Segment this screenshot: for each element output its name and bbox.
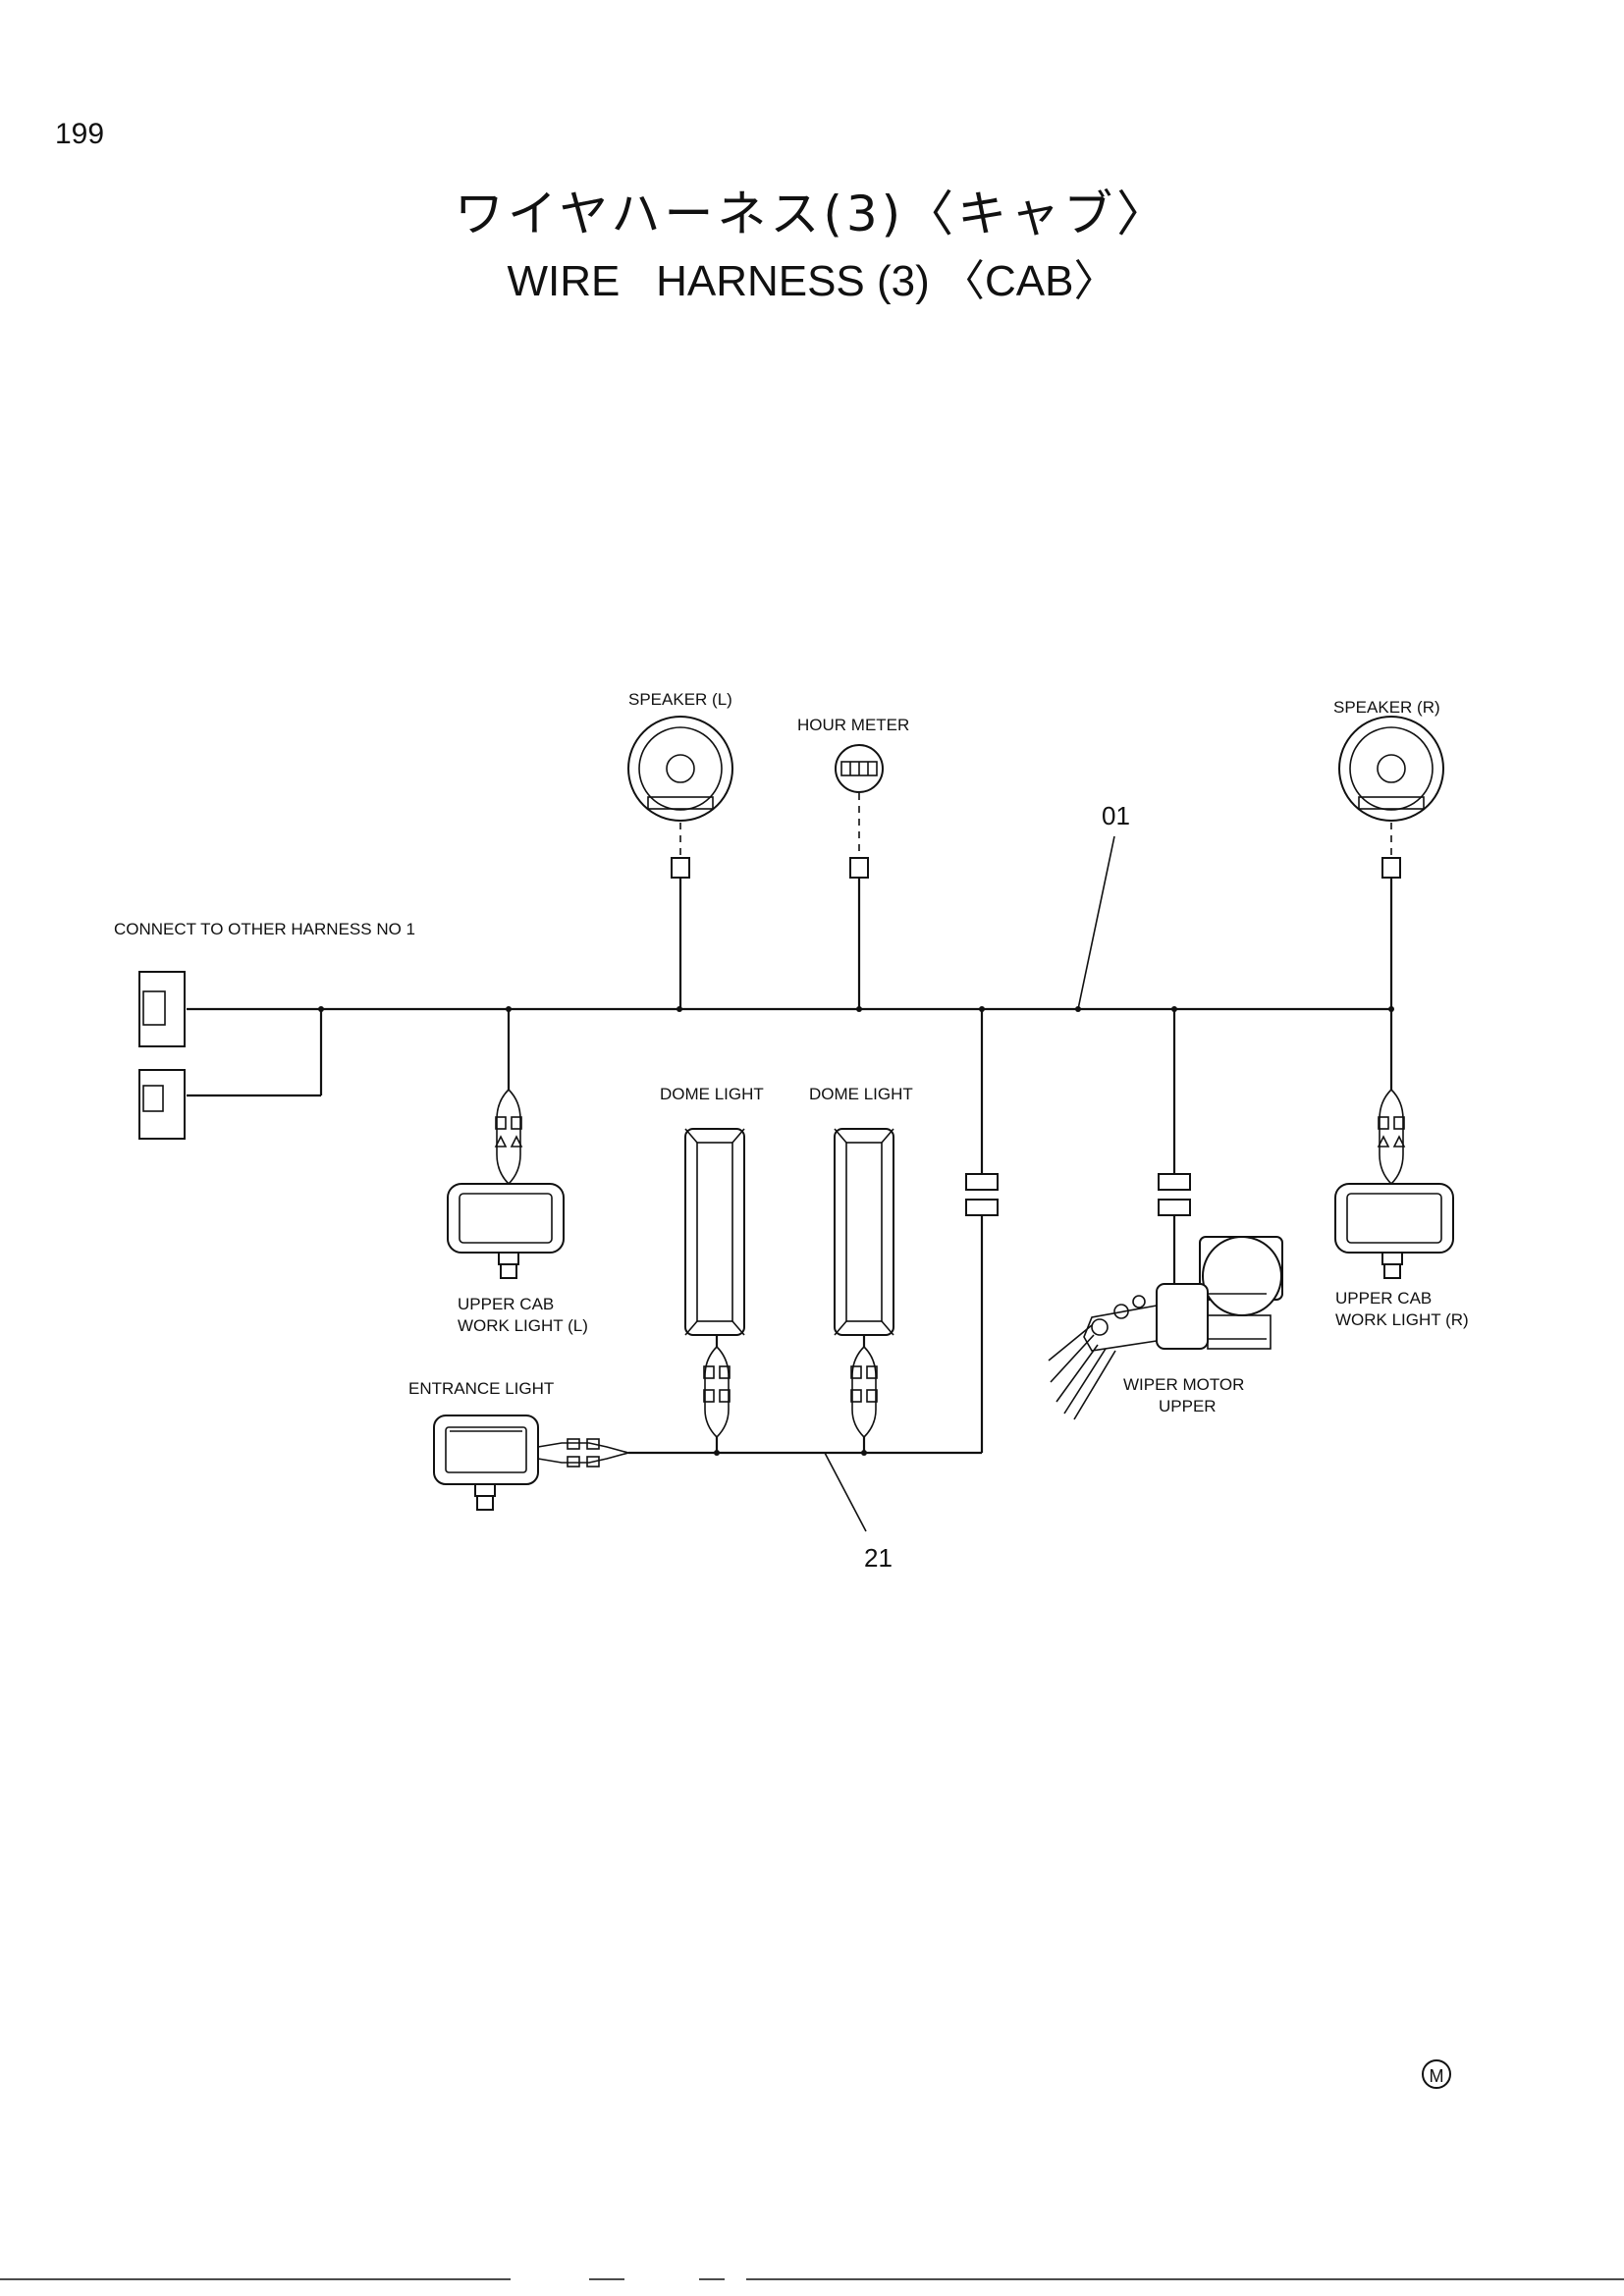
callout-21-leader bbox=[824, 1452, 867, 1532]
wiper-motor-upper bbox=[1048, 1009, 1283, 1420]
entrance-light-label: ENTRANCE LIGHT bbox=[408, 1379, 554, 1398]
wiper-label-2: UPPER bbox=[1159, 1397, 1217, 1415]
speaker-right-label: SPEAKER (R) bbox=[1333, 698, 1440, 717]
work-light-right bbox=[1334, 1009, 1454, 1279]
work-light-left bbox=[447, 1009, 565, 1279]
connect-label: CONNECT TO OTHER HARNESS NO 1 bbox=[114, 920, 415, 938]
harness-connector-2 bbox=[138, 1069, 186, 1140]
speaker-left-label: SPEAKER (L) bbox=[628, 690, 732, 709]
hour-meter-label: HOUR METER bbox=[797, 716, 909, 734]
callout-21: 21 bbox=[864, 1543, 893, 1573]
work-light-right-label-2: WORK LIGHT (R) bbox=[1335, 1310, 1469, 1329]
hour-meter bbox=[835, 744, 884, 1009]
wiper-label-1: WIPER MOTOR bbox=[1123, 1375, 1244, 1394]
work-light-left-label-2: WORK LIGHT (L) bbox=[458, 1316, 588, 1335]
title-japanese: ワイヤハーネス(3)〈キャブ〉 bbox=[454, 186, 1170, 242]
entrance-light bbox=[433, 1415, 632, 1511]
callout-01: 01 bbox=[1102, 801, 1130, 830]
dome-light-1-label: DOME LIGHT bbox=[660, 1085, 764, 1103]
callout-01-leader bbox=[1077, 835, 1115, 1010]
work-light-left-label-1: UPPER CAB bbox=[458, 1295, 554, 1313]
speaker-right bbox=[1338, 716, 1444, 1009]
dome-light-1 bbox=[684, 1128, 745, 1456]
dome-light-2 bbox=[834, 1128, 894, 1456]
manufacturer-mark: M bbox=[1422, 2059, 1451, 2089]
title-english: WIRE HARNESS (3) 〈CAB〉 bbox=[507, 257, 1117, 305]
harness-21 bbox=[628, 1009, 999, 1455]
dome-light-2-label: DOME LIGHT bbox=[809, 1085, 913, 1103]
work-light-right-label-1: UPPER CAB bbox=[1335, 1289, 1432, 1308]
harness-connector-1 bbox=[138, 971, 186, 1047]
page-number: 199 bbox=[55, 118, 105, 150]
harness-01 bbox=[187, 1006, 1394, 1097]
speaker-left bbox=[627, 716, 733, 1009]
